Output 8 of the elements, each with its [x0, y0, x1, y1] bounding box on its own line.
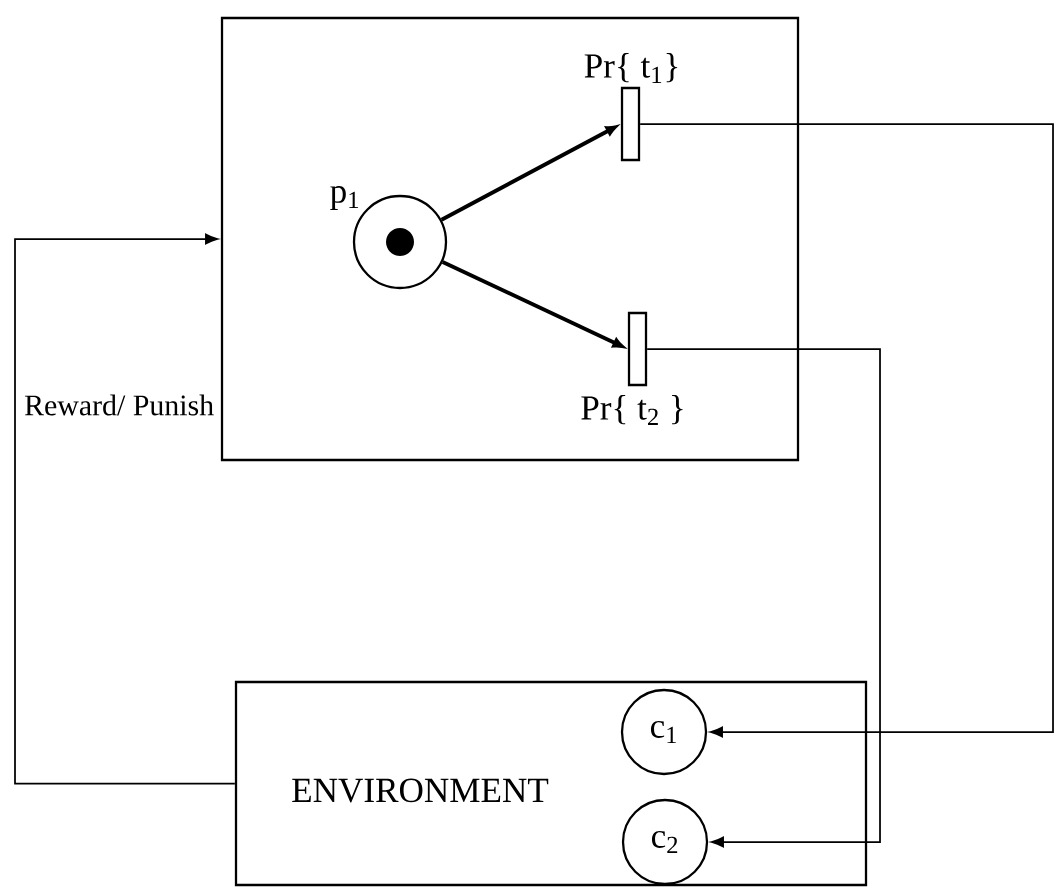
- place-label: p$_{1}$: [330, 186, 359, 210]
- automaton-box: [220, 16, 800, 462]
- arrow: [646, 348, 881, 848]
- arrow: [14, 233, 236, 785]
- probability-label: Pr{ t$_{2}$ }: [581, 395, 683, 425]
- arrow: [639, 123, 1054, 738]
- edge-label: Reward/ Punish: [22, 392, 216, 418]
- probability-label: Pr{ t$_{1}$}: [584, 53, 678, 83]
